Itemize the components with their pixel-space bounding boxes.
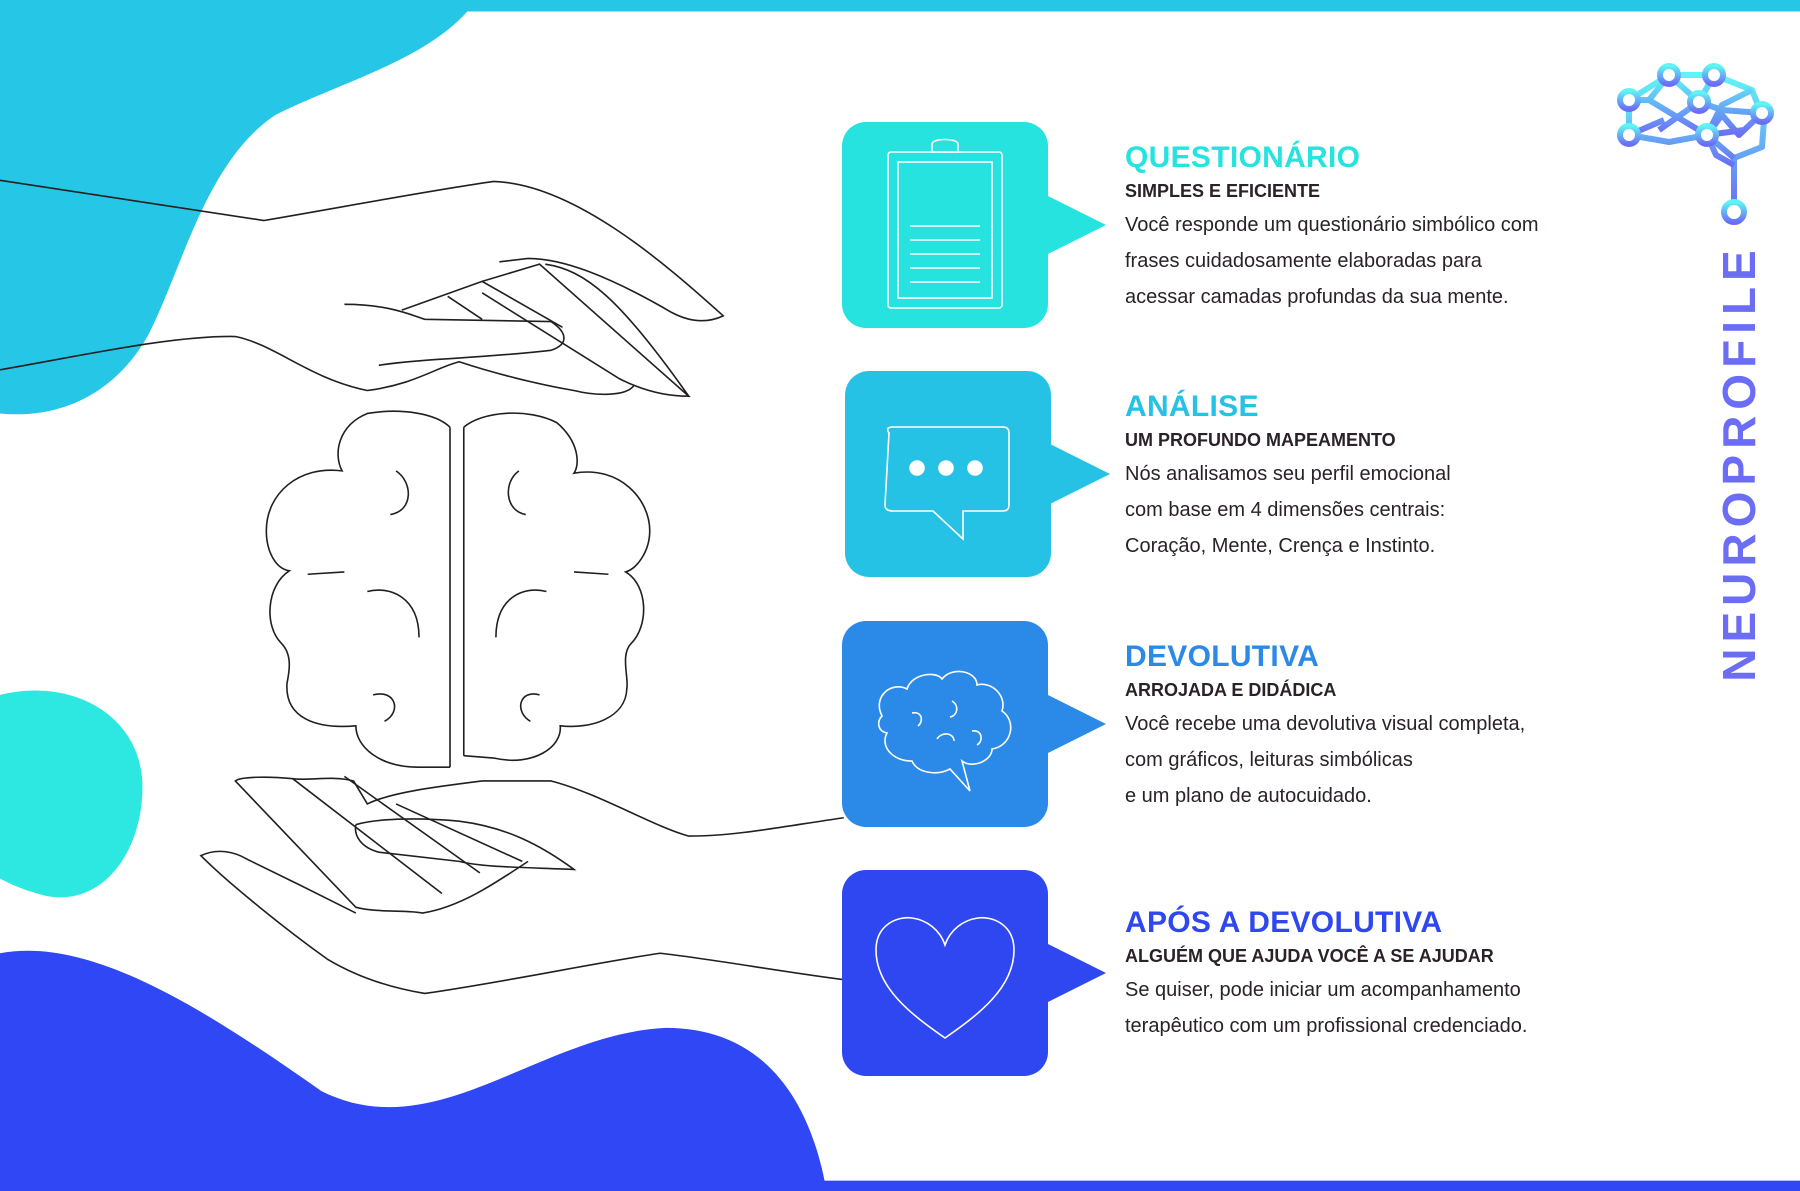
left-teal-blob xyxy=(0,690,143,898)
brand-wordmark: NEUROPROFILE xyxy=(1713,244,1765,681)
section-apos-devolutiva: APÓS A DEVOLUTIVA ALGUÉM QUE AJUDA VOCÊ … xyxy=(1125,906,1605,1044)
body-line: terapêutico com um profissional credenci… xyxy=(1125,1015,1528,1037)
section-questionario: QUESTIONÁRIO SIMPLES E EFICIENTE Você re… xyxy=(1125,141,1605,315)
body-line: Nós analisamos seu perfil emocional xyxy=(1125,463,1451,485)
neural-brain-logo-icon xyxy=(1617,63,1774,225)
section-title: QUESTIONÁRIO xyxy=(1125,141,1361,174)
pointer xyxy=(1046,943,1106,1003)
section-devolutiva: DEVOLUTIVA ARROJADA E DIDÁDICA Você rece… xyxy=(1125,640,1605,814)
questionario-icon-box xyxy=(842,122,1048,328)
section-body: Se quiser, pode iniciar um acompanhament… xyxy=(1125,972,1605,1044)
chat-bubble-icon xyxy=(884,426,1010,541)
clipboard-icon xyxy=(887,138,1003,309)
devolutiva-icon-box xyxy=(842,621,1048,827)
bottom-bar xyxy=(824,1180,1800,1191)
body-line: acessar camadas profundas da sua mente. xyxy=(1125,286,1509,308)
section-body: Você recebe uma devolutiva visual comple… xyxy=(1125,706,1605,814)
top-bar xyxy=(0,0,1800,12)
brand-name: NEUROPROFILE xyxy=(1713,244,1765,682)
analise-icon-box xyxy=(845,371,1051,577)
top-left-blob xyxy=(0,0,477,415)
body-line: com base em 4 dimensões centrais: xyxy=(1125,499,1446,521)
body-line: Você recebe uma devolutiva visual comple… xyxy=(1125,713,1526,735)
apos-devolutiva-icon-box xyxy=(842,870,1048,1076)
section-title: ANÁLISE xyxy=(1125,390,1259,423)
body-line: Você responde um questionário simbólico … xyxy=(1125,214,1539,236)
section-subtitle: ARROJADA E DIDÁDICA xyxy=(1125,680,1337,700)
hands-and-brain-line-art xyxy=(0,179,844,995)
body-line: Coração, Mente, Crença e Instinto. xyxy=(1125,535,1436,557)
body-line: frases cuidadosamente elaboradas para xyxy=(1125,250,1482,272)
pointer xyxy=(1046,694,1106,754)
section-subtitle: SIMPLES E EFICIENTE xyxy=(1125,181,1321,201)
brain-speech-icon xyxy=(877,670,1012,792)
pointer xyxy=(1046,195,1106,255)
bottom-blue-blob xyxy=(0,950,827,1191)
section-title: APÓS A DEVOLUTIVA xyxy=(1125,906,1443,939)
section-title: DEVOLUTIVA xyxy=(1125,640,1320,673)
section-body: Nós analisamos seu perfil emocional com … xyxy=(1125,456,1605,564)
heart-icon xyxy=(875,916,1015,1039)
body-line: e um plano de autocuidado. xyxy=(1125,785,1372,807)
pointer xyxy=(1050,444,1110,504)
section-analise: ANÁLISE UM PROFUNDO MAPEAMENTO Nós anali… xyxy=(1125,390,1605,564)
body-line: Se quiser, pode iniciar um acompanhament… xyxy=(1125,979,1521,1001)
body-line: com gráficos, leituras simbólicas xyxy=(1125,749,1413,771)
section-subtitle: UM PROFUNDO MAPEAMENTO xyxy=(1125,430,1396,450)
section-subtitle: ALGUÉM QUE AJUDA VOCÊ A SE AJUDAR xyxy=(1125,946,1494,966)
section-body: Você responde um questionário simbólico … xyxy=(1125,207,1605,315)
